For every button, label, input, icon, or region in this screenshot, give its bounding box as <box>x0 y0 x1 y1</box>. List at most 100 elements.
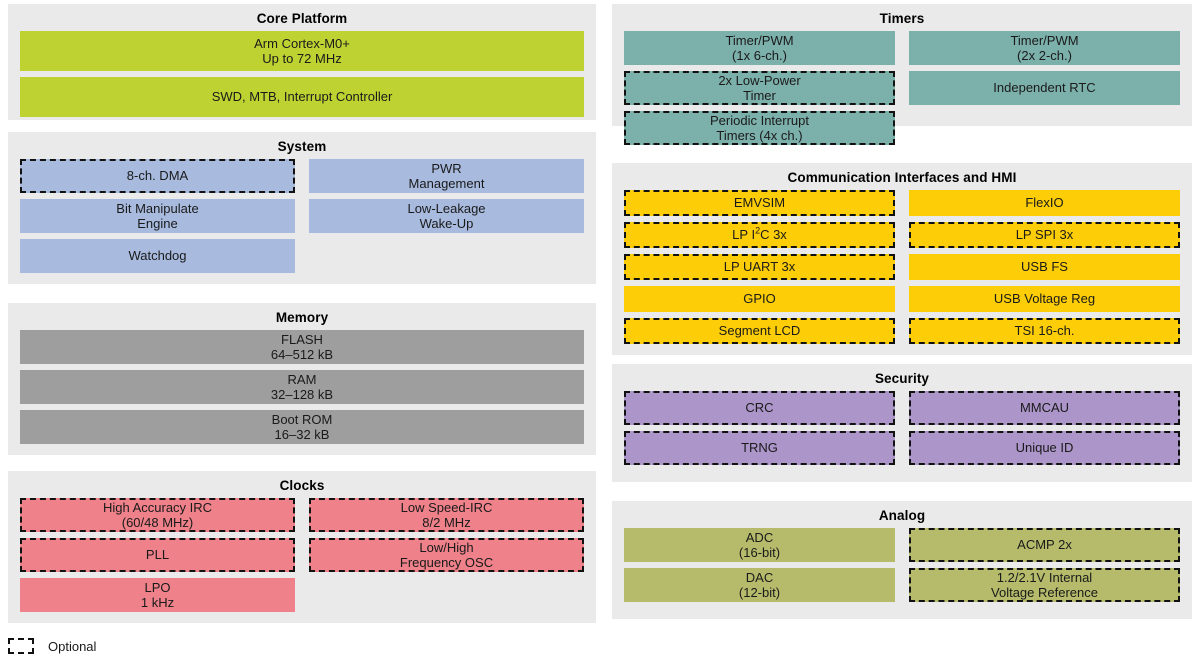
panel-title-timers: Timers <box>879 11 925 26</box>
block-lp-uart-3x[interactable]: LP UART 3x <box>624 254 895 280</box>
panel-core-platform: Core Platform Arm Cortex-M0+ Up to 72 MH… <box>8 4 596 120</box>
block-line-2: 64–512 kB <box>270 347 334 362</box>
block-usb-voltage-reg[interactable]: USB Voltage Reg <box>909 286 1180 312</box>
block-line-1: LP I2C 3x <box>732 225 787 243</box>
block-line-2: Management <box>408 176 485 191</box>
communication-column-left: EMVSIM LP I2C 3x LP UART 3x GPIO Segment… <box>624 190 895 344</box>
panel-body-memory: FLASH 64–512 kB RAM 32–128 kB Boot ROM 1… <box>8 330 596 444</box>
panel-memory: Memory FLASH 64–512 kB RAM 32–128 kB Boo… <box>8 303 596 455</box>
communication-column-right: FlexIO LP SPI 3x USB FS USB Voltage Reg … <box>909 190 1180 344</box>
block-bit-manipulate-engine[interactable]: Bit Manipulate Engine <box>20 199 295 233</box>
clocks-column-left: High Accuracy IRC (60/48 MHz) PLL LPO 1 … <box>20 498 295 612</box>
block-emvsim[interactable]: EMVSIM <box>624 190 895 216</box>
block-pll[interactable]: PLL <box>20 538 295 572</box>
block-lp-i2c-3x[interactable]: LP I2C 3x <box>624 222 895 248</box>
block-line-1: USB FS <box>1021 259 1068 275</box>
block-line-2: Up to 72 MHz <box>262 51 342 66</box>
panel-body-core-platform: Arm Cortex-M0+ Up to 72 MHz SWD, MTB, In… <box>8 31 596 117</box>
block-line-1: Timer/PWM <box>725 32 794 48</box>
block-timer-pwm-1x-6ch[interactable]: Timer/PWM (1x 6-ch.) <box>624 31 895 65</box>
panel-title-analog: Analog <box>878 508 926 523</box>
analog-column-left: ADC (16-bit) DAC (12-bit) <box>624 528 895 602</box>
block-ram[interactable]: RAM 32–128 kB <box>20 370 584 404</box>
block-trng[interactable]: TRNG <box>624 431 895 465</box>
block-line-2: Timer <box>743 88 776 103</box>
block-line-1: Timer/PWM <box>1010 32 1079 48</box>
block-line-1: ACMP 2x <box>1017 537 1072 553</box>
block-low-high-frequency-osc[interactable]: Low/High Frequency OSC <box>309 538 584 572</box>
block-unique-id[interactable]: Unique ID <box>909 431 1180 465</box>
block-timer-pwm-2x-2ch[interactable]: Timer/PWM (2x 2-ch.) <box>909 31 1180 65</box>
block-pwr-management[interactable]: PWR Management <box>309 159 584 193</box>
block-line-1: MMCAU <box>1019 400 1070 416</box>
block-line-2: (16-bit) <box>738 545 781 560</box>
block-low-speed-irc[interactable]: Low Speed-IRC 8/2 MHz <box>309 498 584 532</box>
block-line-1: 8-ch. DMA <box>126 168 189 184</box>
block-line-1: FlexIO <box>1025 195 1064 211</box>
block-segment-lcd[interactable]: Segment LCD <box>624 318 895 344</box>
block-2x-low-power-timer[interactable]: 2x Low-Power Timer <box>624 71 895 105</box>
block-boot-rom[interactable]: Boot ROM 16–32 kB <box>20 410 584 444</box>
panel-security: Security CRC TRNG MMCAU Unique ID <box>612 364 1192 482</box>
block-low-leakage-wake-up[interactable]: Low-Leakage Wake-Up <box>309 199 584 233</box>
panel-title-system: System <box>277 139 327 154</box>
block-line-1: PLL <box>145 547 170 563</box>
block-internal-voltage-reference[interactable]: 1.2/2.1V Internal Voltage Reference <box>909 568 1180 602</box>
security-column-right: MMCAU Unique ID <box>909 391 1180 465</box>
block-line-1: Bit Manipulate <box>116 200 199 216</box>
block-acmp-2x[interactable]: ACMP 2x <box>909 528 1180 562</box>
block-crc[interactable]: CRC <box>624 391 895 425</box>
legend: Optional <box>8 638 96 654</box>
panel-title-memory: Memory <box>275 310 329 325</box>
block-line-1: RAM <box>287 371 317 387</box>
security-column-left: CRC TRNG <box>624 391 895 465</box>
block-lp-spi-3x[interactable]: LP SPI 3x <box>909 222 1180 248</box>
system-column-right: PWR Management Low-Leakage Wake-Up <box>309 159 584 233</box>
panel-body-timers: Timer/PWM (1x 6-ch.) 2x Low-Power Timer … <box>612 31 1192 145</box>
block-line-2: 1 kHz <box>140 595 175 610</box>
clocks-column-right: Low Speed-IRC 8/2 MHz Low/High Frequency… <box>309 498 584 572</box>
block-periodic-interrupt-timers[interactable]: Periodic Interrupt Timers (4x ch.) <box>624 111 895 145</box>
block-flexio[interactable]: FlexIO <box>909 190 1180 216</box>
block-line-1: 2x Low-Power <box>718 72 801 88</box>
panel-body-clocks: High Accuracy IRC (60/48 MHz) PLL LPO 1 … <box>8 498 596 612</box>
block-line-1: Watchdog <box>128 248 187 264</box>
block-arm-cortex-m0[interactable]: Arm Cortex-M0+ Up to 72 MHz <box>20 31 584 71</box>
panel-title-communication: Communication Interfaces and HMI <box>787 170 1017 185</box>
block-line-2: 16–32 kB <box>274 427 330 442</box>
block-adc[interactable]: ADC (16-bit) <box>624 528 895 562</box>
block-line-1: PWR <box>431 160 462 176</box>
block-line-1: CRC <box>745 400 774 416</box>
block-line-2: 32–128 kB <box>270 387 334 402</box>
block-swd-mtb-interrupt-controller[interactable]: SWD, MTB, Interrupt Controller <box>20 77 584 117</box>
block-line-2: (12-bit) <box>738 585 781 600</box>
block-line-2: Timers (4x ch.) <box>716 128 803 143</box>
block-usb-fs[interactable]: USB FS <box>909 254 1180 280</box>
panel-analog: Analog ADC (16-bit) DAC (12-bit) ACMP 2x… <box>612 501 1192 619</box>
block-line-1: Independent RTC <box>993 80 1096 96</box>
analog-column-right: ACMP 2x 1.2/2.1V Internal Voltage Refere… <box>909 528 1180 602</box>
panel-body-security: CRC TRNG MMCAU Unique ID <box>612 391 1192 465</box>
block-8ch-dma[interactable]: 8-ch. DMA <box>20 159 295 193</box>
block-line-1: Low Speed-IRC <box>400 499 493 515</box>
block-line-1: Periodic Interrupt <box>710 112 809 128</box>
block-gpio[interactable]: GPIO <box>624 286 895 312</box>
block-mmcau[interactable]: MMCAU <box>909 391 1180 425</box>
block-high-accuracy-irc[interactable]: High Accuracy IRC (60/48 MHz) <box>20 498 295 532</box>
block-line-1: LP UART 3x <box>723 259 796 275</box>
block-line-1: TRNG <box>741 440 778 456</box>
block-lpo[interactable]: LPO 1 kHz <box>20 578 295 612</box>
block-line-1: LP SPI 3x <box>1015 227 1074 243</box>
block-flash[interactable]: FLASH 64–512 kB <box>20 330 584 364</box>
block-line-2: (60/48 MHz) <box>121 515 194 530</box>
block-watchdog[interactable]: Watchdog <box>20 239 295 273</box>
block-line-2: (1x 6-ch.) <box>732 48 787 63</box>
block-line-1: Low/High <box>419 539 474 555</box>
timers-column-right: Timer/PWM (2x 2-ch.) Independent RTC <box>909 31 1180 105</box>
block-line-1: 1.2/2.1V Internal <box>996 569 1093 585</box>
block-dac[interactable]: DAC (12-bit) <box>624 568 895 602</box>
block-tsi-16ch[interactable]: TSI 16-ch. <box>909 318 1180 344</box>
block-independent-rtc[interactable]: Independent RTC <box>909 71 1180 105</box>
block-line-1: FLASH <box>281 331 323 347</box>
